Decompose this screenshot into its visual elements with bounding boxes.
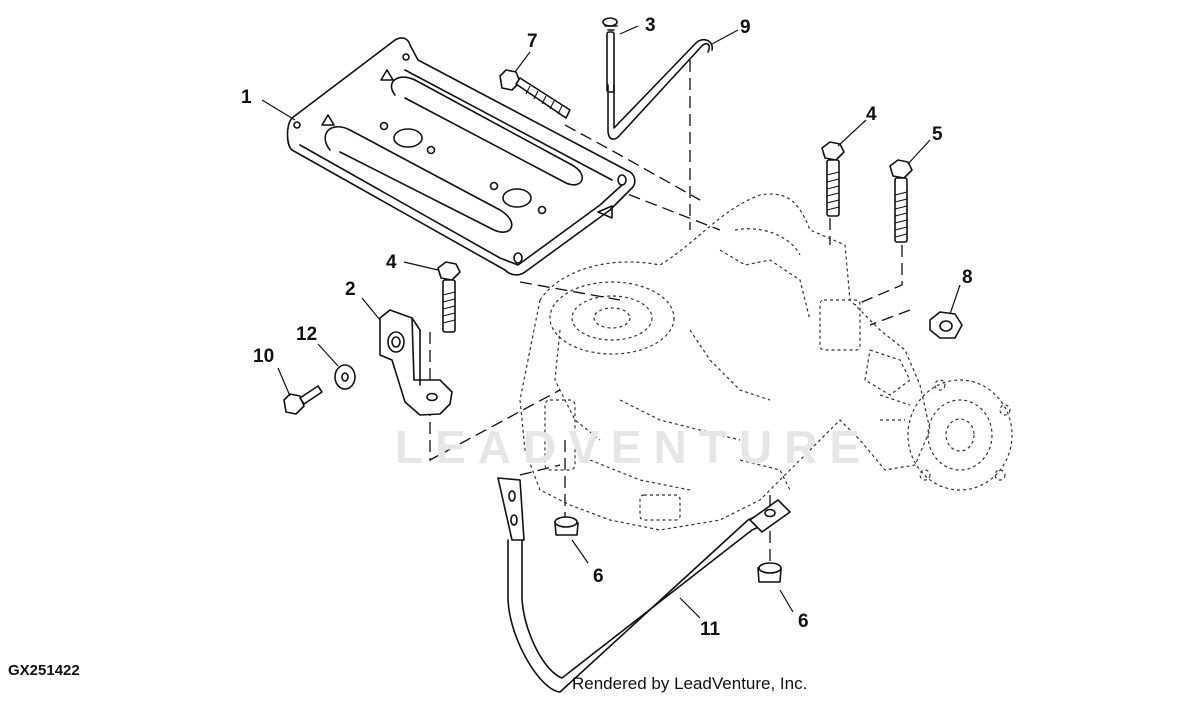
transaxle-housing-ghost (519, 193, 1013, 531)
nut-8 (929, 311, 963, 339)
bracket (379, 309, 453, 416)
bolt-5 (889, 159, 913, 243)
bolt-4-left (437, 261, 461, 333)
callout-10: 10 (253, 346, 274, 367)
rod-9 (602, 17, 713, 140)
bolt-7 (499, 69, 571, 119)
washer-12 (334, 364, 356, 390)
callout-4-left: 4 (386, 252, 397, 273)
nut-6-right (757, 562, 782, 583)
screw-10 (283, 385, 323, 415)
callout-7: 7 (527, 31, 538, 52)
callout-12: 12 (296, 324, 317, 345)
callout-2: 2 (345, 279, 356, 300)
watermark-text: LEADVENTURE (395, 421, 873, 473)
leader-lines (261, 25, 961, 619)
callout-4-right: 4 (866, 104, 877, 125)
assembly-lines (429, 60, 911, 565)
callout-labels: 1 2 3 4 4 5 6 6 7 8 9 10 11 12 (241, 15, 973, 640)
callout-8: 8 (962, 267, 973, 288)
strap-11 (497, 477, 791, 693)
callout-9: 9 (740, 17, 751, 38)
callout-3: 3 (645, 15, 656, 36)
bolt-4-right (821, 141, 845, 217)
callout-5: 5 (932, 124, 943, 145)
callout-6-left: 6 (593, 566, 604, 587)
diagram-id-label: GX251422 (8, 662, 80, 679)
nut-6-left (554, 516, 579, 536)
seat-mount-plate (286, 37, 636, 276)
callout-11: 11 (700, 619, 721, 640)
callout-1: 1 (241, 87, 252, 108)
credit-text: Rendered by LeadVenture, Inc. (572, 674, 808, 693)
callout-6-right: 6 (798, 611, 809, 632)
